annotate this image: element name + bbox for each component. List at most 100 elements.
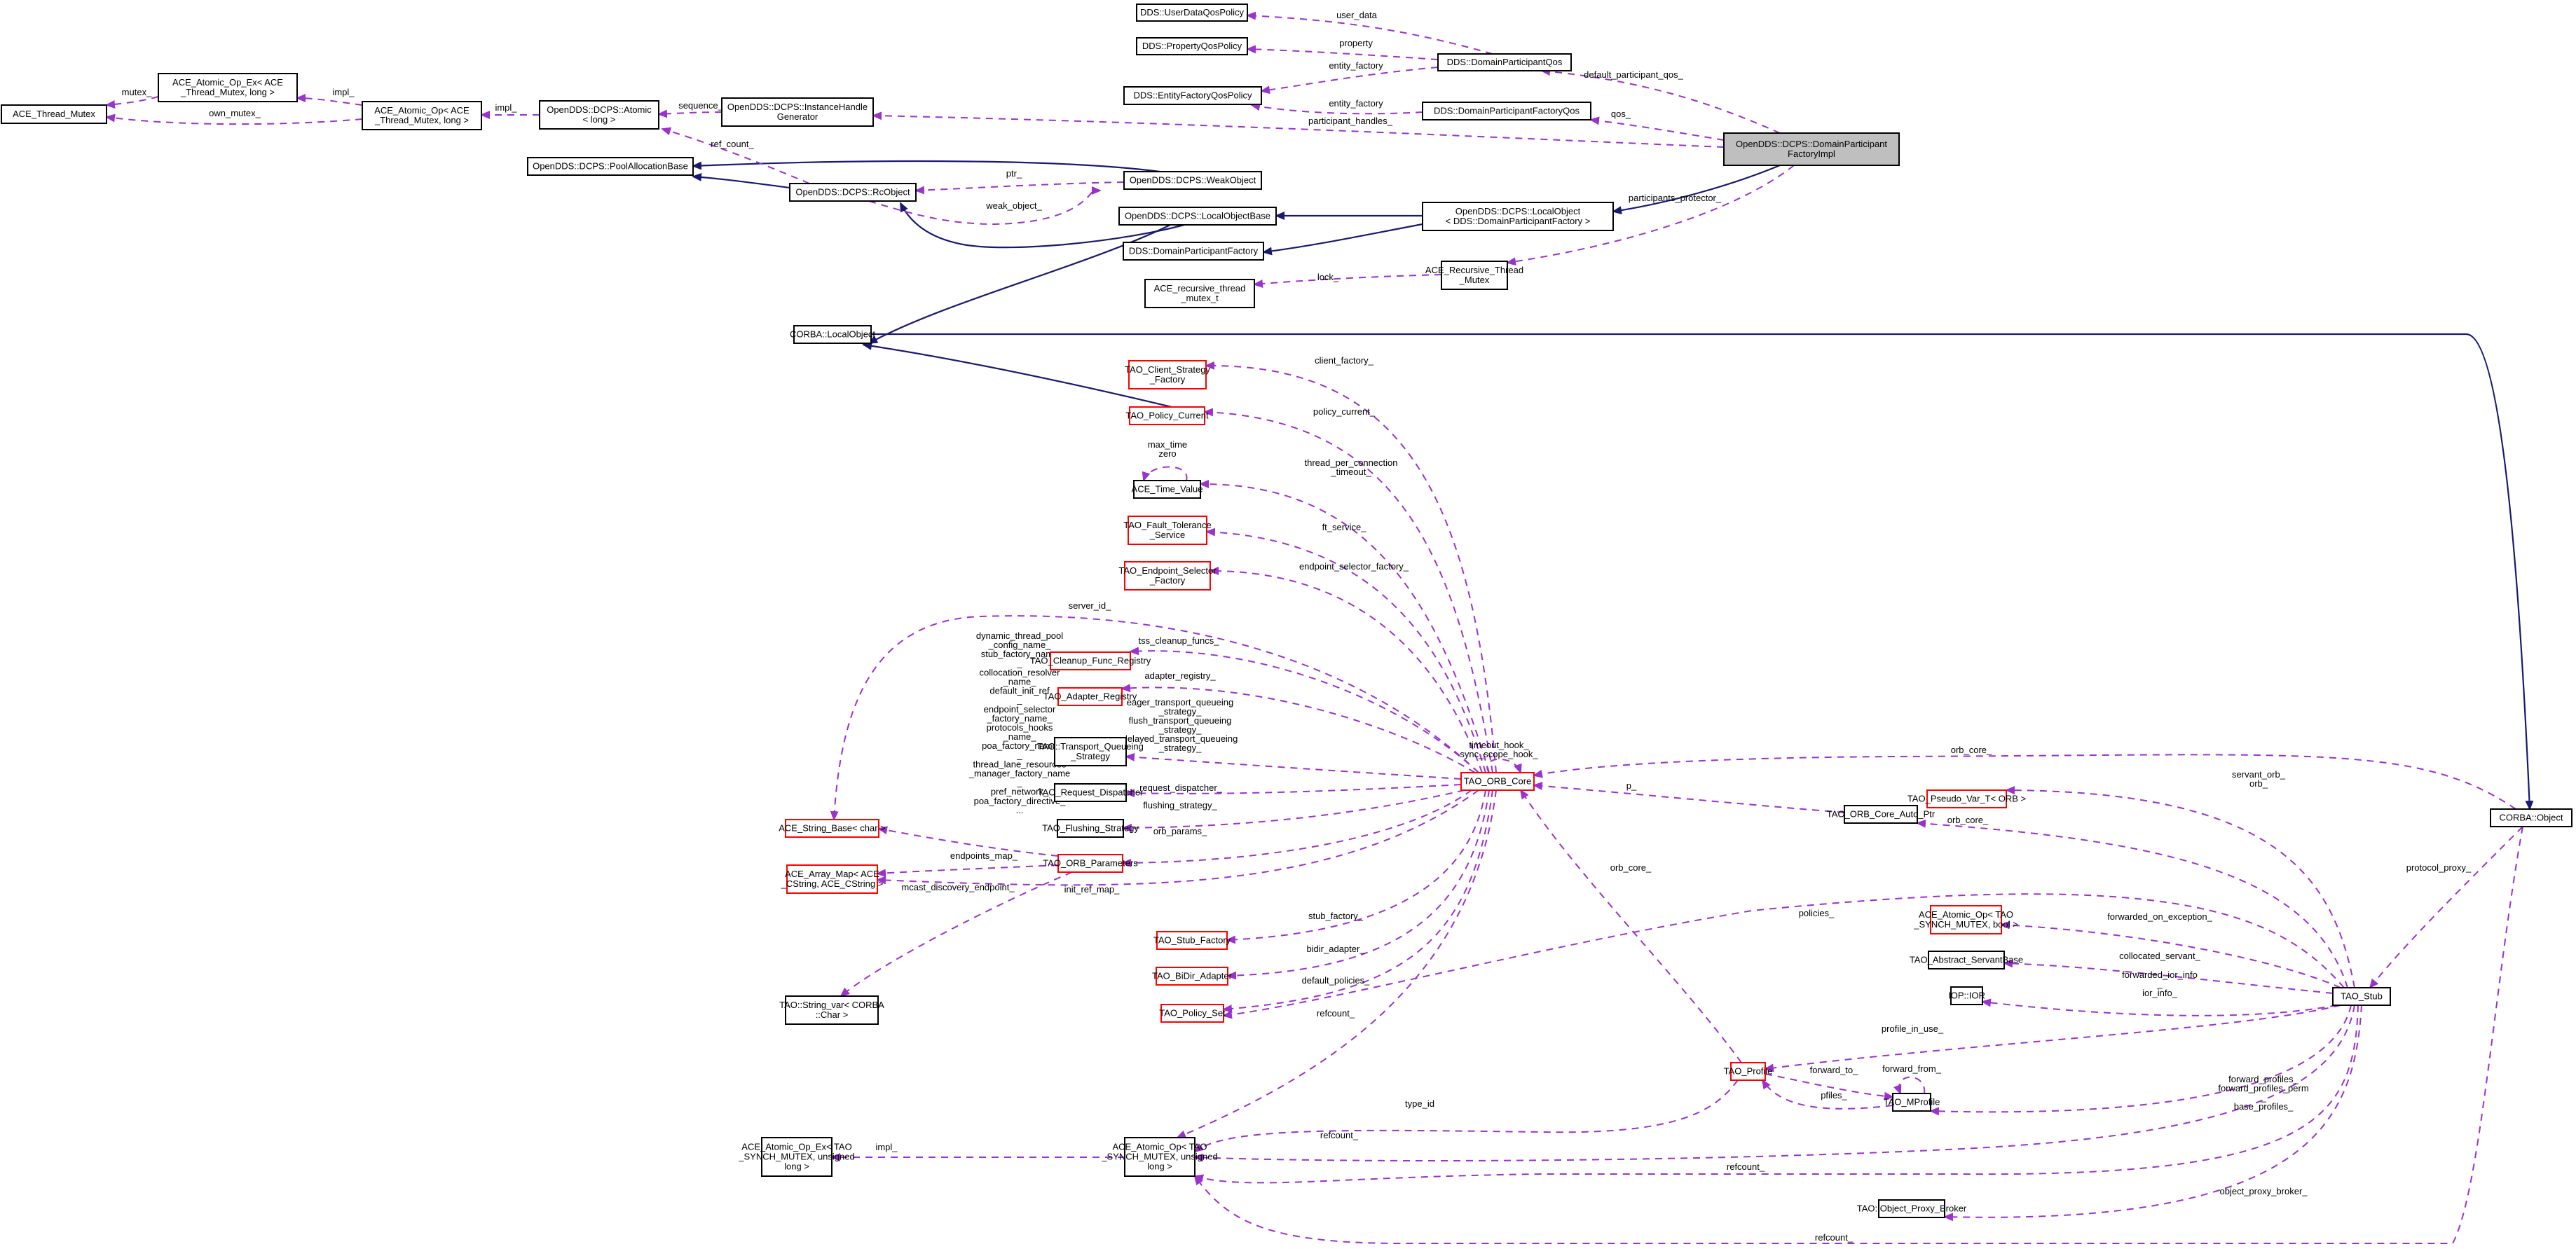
class-node-faulttol[interactable]: TAO_Fault_Tolerance_Service (1123, 516, 1212, 545)
class-node-localobj[interactable]: OpenDDS::DCPS::LocalObject< DDS::DomainP… (1422, 202, 1614, 231)
class-box[interactable] (1437, 53, 1572, 71)
class-node-timevalue[interactable]: ACE_Time_Value (1132, 480, 1203, 499)
class-node-servantbase[interactable]: TAO_Abstract_ServantBase (1910, 951, 2023, 969)
class-box[interactable] (1844, 805, 1918, 824)
class-box[interactable] (1926, 789, 2007, 808)
class-box[interactable] (1057, 819, 1124, 838)
class-box[interactable] (1156, 967, 1228, 986)
class-node-endpointsel[interactable]: TAO_Endpoint_Selector_Factory (1118, 561, 1217, 591)
class-box[interactable] (1422, 102, 1591, 120)
class-box[interactable] (1057, 854, 1123, 873)
class-node-clientstrat[interactable]: TAO_Client_Strategy_Factory (1125, 360, 1210, 389)
class-node-weakobject[interactable]: OpenDDS::DCPS::WeakObject (1123, 171, 1262, 190)
class-node-policycurrent[interactable]: TAO_Policy_Current (1125, 406, 1209, 425)
class-node-bidir[interactable]: TAO_BiDir_Adapter (1152, 967, 1233, 986)
class-box[interactable] (1123, 242, 1264, 261)
class-box[interactable] (1136, 37, 1248, 55)
class-node-adapterreg[interactable]: TAO_Adapter_Registry (1043, 687, 1137, 706)
class-box[interactable] (1422, 202, 1614, 231)
class-node-atomicopex_tao[interactable]: ACE_Atomic_Op_Ex< TAO_SYNCH_MUTEX, unsig… (738, 1137, 855, 1177)
class-box[interactable] (1123, 86, 1262, 105)
class-box[interactable] (1136, 4, 1248, 22)
class-box[interactable] (761, 1137, 833, 1177)
class-box[interactable] (1156, 931, 1228, 950)
class-box[interactable] (1160, 1004, 1224, 1023)
class-node-recmutex_t[interactable]: ACE_recursive_thread_mutex_t (1144, 279, 1255, 308)
class-box[interactable] (1441, 261, 1508, 290)
class-node-proxybroker[interactable]: TAO::Object_Proxy_Broker (1857, 1199, 1967, 1218)
class-node-property[interactable]: DDS::PropertyQosPolicy (1136, 37, 1248, 55)
class-node-stringvar[interactable]: TAO::String_var< CORBA::Char > (779, 995, 884, 1025)
class-box[interactable] (1054, 783, 1127, 802)
class-box[interactable] (786, 864, 878, 894)
class-node-mprofile[interactable]: TAO_MProfile (1884, 1093, 1940, 1112)
class-node-atomic[interactable]: OpenDDS::DCPS::Atomic< long > (539, 100, 659, 130)
class-node-localobjbase[interactable]: OpenDDS::DCPS::LocalObjectBase (1118, 207, 1277, 226)
class-box[interactable] (785, 819, 879, 838)
class-node-ior[interactable]: IOP::IOR (1948, 986, 1985, 1005)
class-node-atomicbool[interactable]: ACE_Atomic_Op< TAO_SYNCH_MUTEX, bool > (1913, 905, 2018, 934)
class-box[interactable] (1128, 516, 1207, 545)
class-node-policyset[interactable]: TAO_Policy_Set (1159, 1004, 1226, 1023)
class-node-stringbase[interactable]: ACE_String_Base< char > (779, 819, 886, 838)
class-box[interactable] (785, 995, 879, 1025)
class-box[interactable] (1892, 1093, 1931, 1112)
class-box[interactable] (1730, 1062, 1766, 1081)
class-node-aceatomicop[interactable]: ACE_Atomic_Op< ACE_Thread_Mutex, long > (362, 101, 482, 130)
class-node-dpfactory[interactable]: DDS::DomainParticipantFactory (1123, 242, 1264, 261)
class-box[interactable] (527, 157, 694, 176)
class-node-cleanup[interactable]: TAO_Cleanup_Func_Registry (1030, 651, 1151, 670)
class-node-userdata[interactable]: DDS::UserDataQosPolicy (1136, 4, 1248, 22)
class-node-stubfactory[interactable]: TAO_Stub_Factory (1153, 931, 1231, 950)
class-box[interactable] (1, 104, 107, 124)
class-box[interactable] (539, 100, 659, 130)
class-box[interactable] (1928, 951, 2005, 969)
class-box[interactable] (1124, 561, 1211, 591)
class-node-stub[interactable]: TAO_Stub (2332, 987, 2391, 1006)
class-box[interactable] (1133, 480, 1201, 499)
class-box[interactable] (1123, 171, 1262, 190)
class-node-dpfqos[interactable]: DDS::DomainParticipantFactoryQos (1422, 102, 1591, 120)
class-node-profile[interactable]: TAO_Profile (1724, 1062, 1773, 1081)
class-node-corbaobject[interactable]: CORBA::Object (2490, 808, 2572, 827)
class-box[interactable] (2332, 987, 2391, 1006)
class-box[interactable] (1118, 207, 1277, 226)
class-box[interactable] (158, 73, 298, 102)
class-node-acethreadmutex[interactable]: ACE_Thread_Mutex (1, 104, 107, 124)
class-node-pseudovar[interactable]: TAO_Pseudo_Var_T< ORB > (1907, 789, 2026, 808)
class-node-orbcore[interactable]: TAO_ORB_Core (1460, 772, 1535, 791)
class-node-orbcoreauto[interactable]: TAO_ORB_Core_Auto_Ptr (1827, 805, 1936, 824)
class-box[interactable] (2490, 808, 2572, 827)
class-box[interactable] (1878, 1199, 1945, 1218)
class-node-poolalloc[interactable]: OpenDDS::DCPS::PoolAllocationBase (527, 157, 694, 176)
class-box[interactable] (1930, 905, 2002, 934)
class-box[interactable] (789, 183, 917, 202)
class-box[interactable] (1057, 687, 1123, 706)
class-node-arraymap[interactable]: ACE_Array_Map< ACE_CString, ACE_CString … (781, 864, 884, 894)
class-node-dpqos[interactable]: DDS::DomainParticipantQos (1437, 53, 1572, 71)
class-box[interactable] (1723, 132, 1900, 166)
class-box[interactable] (1124, 1137, 1195, 1177)
class-box[interactable] (1050, 651, 1131, 670)
class-box[interactable] (721, 97, 874, 127)
class-box[interactable] (1129, 406, 1205, 425)
class-node-flushing[interactable]: TAO_Flushing_Strategy (1042, 819, 1139, 838)
class-box[interactable] (1144, 279, 1255, 308)
class-node-transportq[interactable]: TAO::Transport_Queueing_Strategy (1037, 737, 1144, 766)
class-box[interactable] (793, 325, 872, 344)
class-node-rcobject[interactable]: OpenDDS::DCPS::RcObject (789, 183, 917, 202)
class-box[interactable] (1128, 360, 1207, 389)
class-node-efqos[interactable]: DDS::EntityFactoryQosPolicy (1123, 86, 1262, 105)
class-node-orbparams[interactable]: TAO_ORB_Parameters (1043, 854, 1138, 873)
class-box[interactable] (1054, 737, 1127, 766)
class-node-aceatomicopex[interactable]: ACE_Atomic_Op_Ex< ACE_Thread_Mutex, long… (158, 73, 298, 102)
class-box[interactable] (1460, 772, 1535, 791)
class-node-corbalocal[interactable]: CORBA::LocalObject (790, 325, 875, 344)
class-node-recmutex[interactable]: ACE_Recursive_Thread_Mutex (1425, 261, 1523, 290)
class-box[interactable] (362, 101, 482, 130)
class-node-reqdisp[interactable]: TAO_Request_Dispatcher (1038, 783, 1144, 802)
class-node-atomicop_tao[interactable]: ACE_Atomic_Op< TAO_SYNCH_MUTEX, unsigned… (1101, 1137, 1218, 1177)
class-box[interactable] (1950, 986, 1983, 1005)
